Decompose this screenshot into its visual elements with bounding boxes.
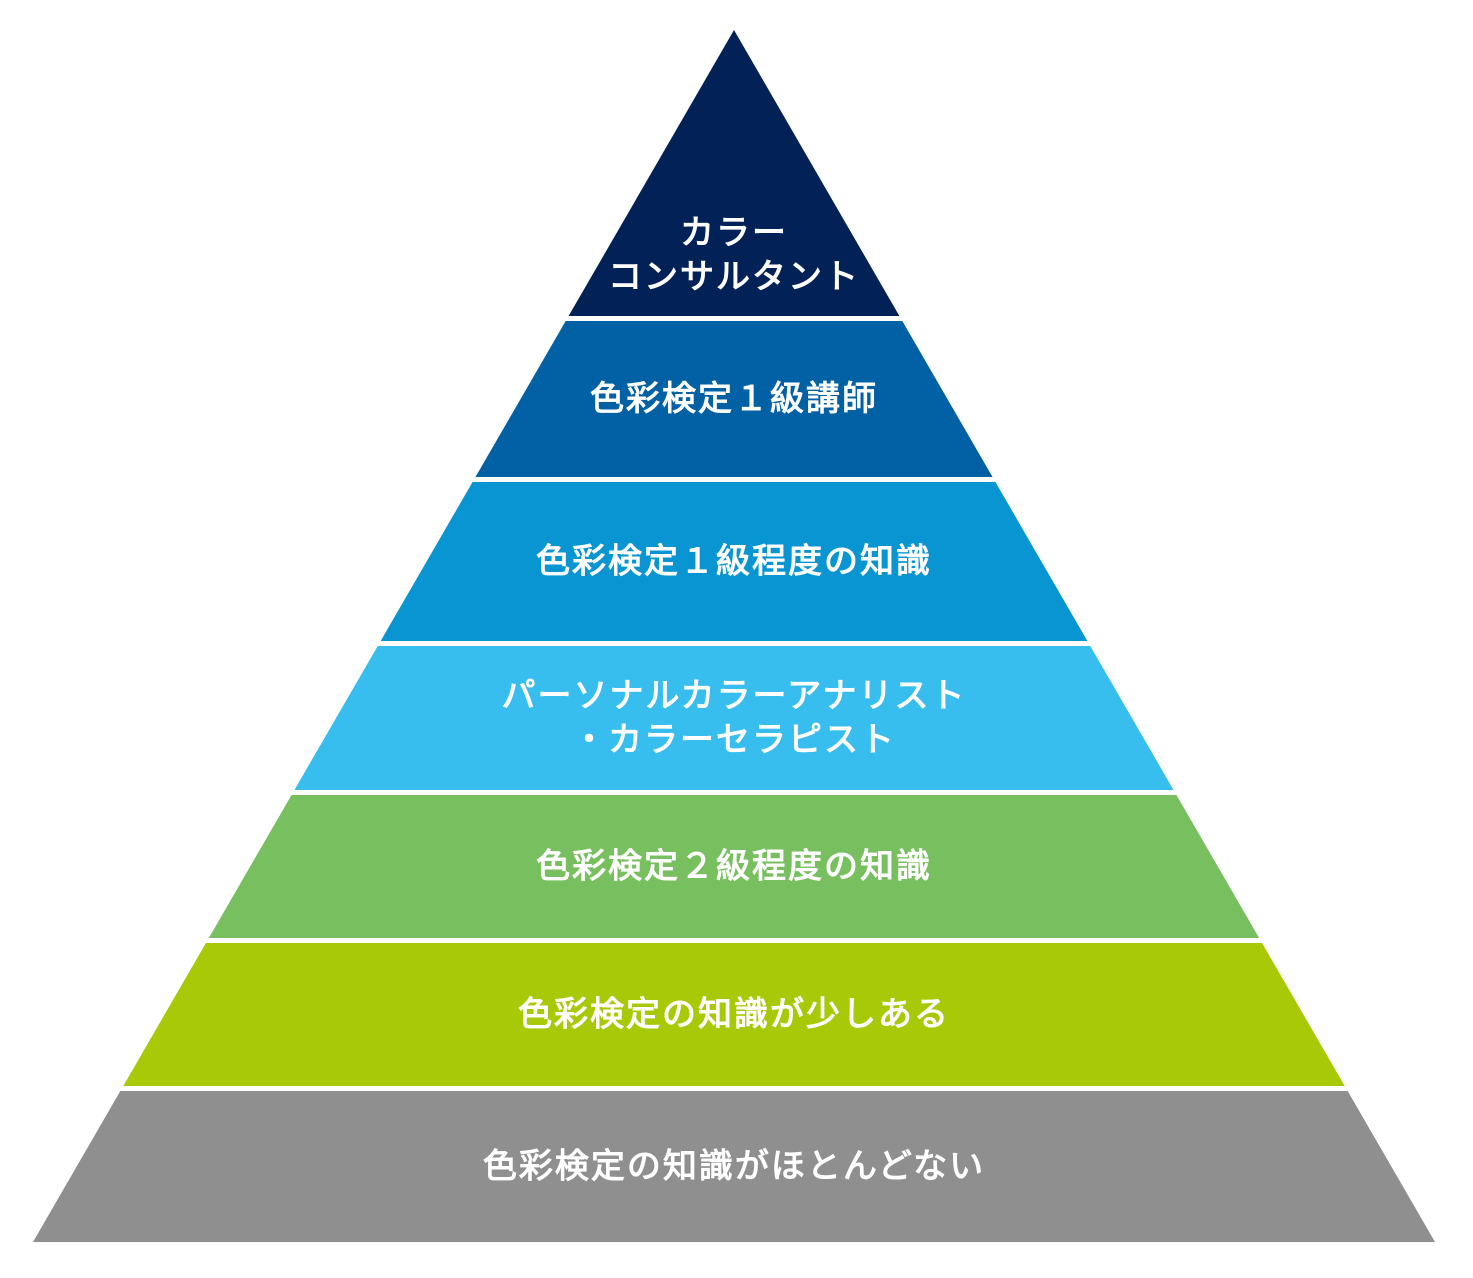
tier-label-line: ・カラーセラピスト <box>572 720 896 760</box>
pyramid-tier-5: 色彩検定２級程度の知識 <box>208 795 1260 938</box>
tier-shape <box>33 1091 1435 1242</box>
tier-label-line: 色彩検定１級程度の知識 <box>536 542 932 582</box>
tier-label-line: 色彩検定２級程度の知識 <box>536 847 932 887</box>
pyramid-tier-4: パーソナルカラーアナリスト・カラーセラピスト <box>294 646 1174 790</box>
tier-label-line: 色彩検定の知識が少しある <box>518 995 950 1035</box>
tier-shape <box>380 482 1088 641</box>
tier-shape <box>123 943 1345 1086</box>
pyramid-tier-2: 色彩検定１級講師 <box>475 321 993 477</box>
pyramid-tier-6: 色彩検定の知識が少しある <box>123 943 1345 1086</box>
tier-label-line: パーソナルカラーアナリスト <box>502 676 967 716</box>
tier-label-line: 色彩検定の知識がほとんどない <box>483 1147 985 1187</box>
tier-shape <box>475 321 993 477</box>
pyramid-tier-7: 色彩検定の知識がほとんどない <box>33 1091 1435 1242</box>
tier-shape <box>568 30 900 316</box>
tier-shape <box>294 646 1174 790</box>
tier-label-line: 色彩検定１級講師 <box>590 379 878 419</box>
tier-label-line: コンサルタント <box>608 257 860 297</box>
tier-shape <box>208 795 1260 938</box>
pyramid-tier-3: 色彩検定１級程度の知識 <box>380 482 1088 641</box>
tier-label-line: カラー <box>680 213 788 253</box>
